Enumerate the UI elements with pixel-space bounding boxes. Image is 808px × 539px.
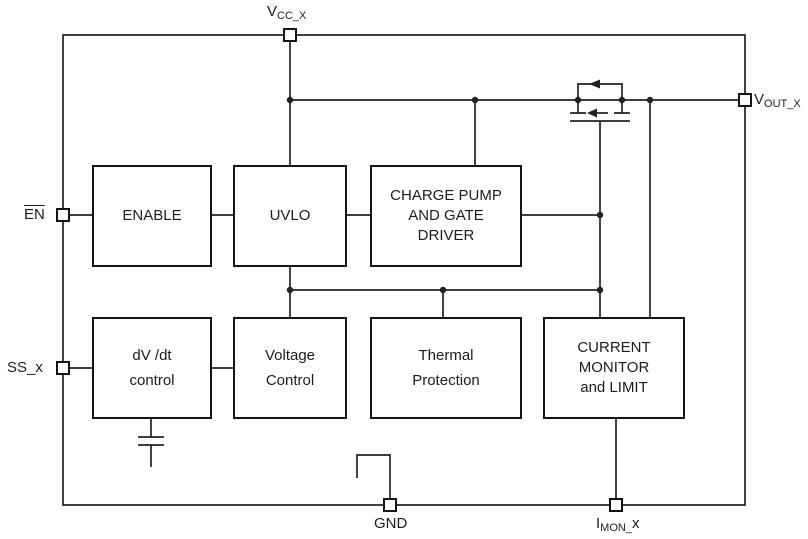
pin-label-vout-sub: OUT_X [764, 98, 801, 110]
capacitor-symbol [138, 419, 164, 467]
junction-dots [286, 96, 654, 294]
pin-label-en: EN [24, 206, 45, 223]
pin-label-gnd: GND [374, 515, 407, 532]
mosfet-body-arrow-icon [587, 108, 597, 118]
block-voltage-control: Voltage Control [233, 317, 347, 419]
pin-label-imon-sub: MON_ [600, 522, 632, 534]
junction-dot [471, 96, 479, 104]
block-current-monitor-label-line3: and LIMIT [580, 379, 648, 396]
chip-boundary [62, 34, 746, 506]
mosfet-symbol [570, 79, 630, 122]
block-charge-pump: CHARGE PUMP AND GATE DRIVER [370, 165, 522, 267]
block-uvlo-label: UVLO [269, 207, 311, 224]
pin-label-vcc-sub: CC_X [277, 10, 307, 22]
block-enable: ENABLE [92, 165, 212, 267]
junction-dot [439, 286, 447, 294]
block-current-monitor-label-line1: CURRENT [577, 339, 651, 356]
pin-label-imon-base: I [596, 515, 601, 532]
pin-gnd [383, 498, 397, 512]
block-voltage-control-label-line2: Control [265, 372, 315, 389]
block-thermal-protection: Thermal Protection [370, 317, 522, 419]
block-thermal-label-line2: Protection [412, 372, 480, 389]
block-dvdt-label-line2: control [129, 372, 175, 389]
pin-label-imon-suffix: x [631, 515, 640, 532]
wire-gnd-internal [356, 454, 391, 498]
pin-label-vcc-base: V [267, 3, 278, 20]
pin-en [56, 208, 70, 222]
block-voltage-control-label-line1: Voltage [264, 347, 316, 364]
junction-dot [596, 211, 604, 219]
junction-dot [646, 96, 654, 104]
block-dvdt-label-line1: dV /dt [132, 347, 172, 364]
pin-ss [56, 361, 70, 375]
wires [70, 42, 738, 498]
pin-label-en-text: EN [24, 206, 45, 223]
block-charge-pump-label-line2: AND GATE [408, 207, 484, 224]
pin-label-ss: SS_x [7, 359, 43, 376]
block-enable-label: ENABLE [122, 207, 182, 224]
pin-vcc [283, 28, 297, 42]
junction-dot [596, 286, 604, 294]
block-thermal-label-line1: Thermal [418, 347, 474, 364]
pin-label-imon: IMON_x [596, 515, 639, 534]
pin-imon [609, 498, 623, 512]
block-dvdt-control: dV /dt control [92, 317, 212, 419]
block-current-monitor-label-line2: MONITOR [578, 359, 650, 376]
junction-dot [574, 96, 582, 104]
junction-dot [618, 96, 626, 104]
pin-label-gnd-text: GND [374, 515, 408, 532]
reverse-current-arrow-icon [589, 79, 600, 89]
block-charge-pump-label-line1: CHARGE PUMP [390, 187, 502, 204]
pin-label-vcc: VCC_X [267, 3, 306, 22]
pin-label-ss-text: SS_x [7, 359, 43, 376]
pin-label-vout-base: V [754, 91, 765, 108]
block-charge-pump-label-line3: DRIVER [417, 227, 475, 244]
block-uvlo: UVLO [233, 165, 347, 267]
block-current-monitor: CURRENT MONITOR and LIMIT [543, 317, 685, 419]
pin-label-vout: VOUT_X [754, 91, 801, 110]
pin-vout [738, 93, 752, 107]
junction-dot [286, 286, 294, 294]
junction-dot [286, 96, 294, 104]
